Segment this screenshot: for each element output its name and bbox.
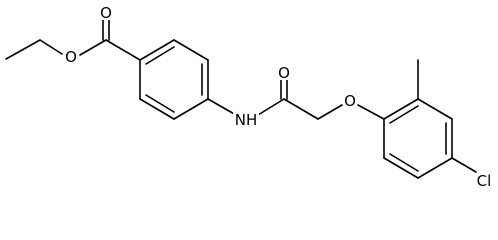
bond-ethyl-ch3	[5, 39, 41, 60]
bond-ring1-n	[207, 98, 237, 116]
ring2-bond-5	[383, 157, 419, 179]
bond-ester-o-carbonyl-c	[79, 39, 107, 56]
ring1-inner-bond-a	[145, 46, 175, 65]
bond-ch2-ether-o	[317, 104, 343, 120]
bond-chlorine	[451, 157, 477, 173]
bond-amide-c-ch2	[283, 98, 319, 120]
ring2-bond-4	[417, 157, 453, 179]
atom-label-ester-carbonyl-o: O	[100, 4, 112, 22]
ring2-inner-bond-c	[389, 153, 419, 172]
ring1-bond-1	[139, 39, 175, 61]
ring2-inner-bond-a	[389, 105, 419, 124]
ring1-bond-5	[139, 98, 175, 120]
chemical-structure: O O NH O O Cl	[5, 4, 492, 190]
atom-label-chlorine: Cl	[477, 172, 492, 190]
bond-n-amide-c	[257, 98, 285, 116]
atom-label-ether-o: O	[344, 92, 356, 110]
bond-ether-o-ring2	[357, 104, 385, 120]
bond-carbonyl-c-ring	[105, 39, 141, 61]
ring1-bond-2	[173, 39, 209, 61]
ring2-bond-2	[417, 98, 453, 120]
atom-label-amide-n: NH	[235, 111, 258, 129]
ring2-bond-1	[383, 98, 419, 120]
bond-ethyl-ch2	[39, 39, 63, 55]
atom-label-ester-single-o: O	[65, 48, 77, 66]
ring1-inner-bond-c	[145, 94, 175, 113]
atom-label-amide-o: O	[278, 64, 290, 82]
ring1-bond-4	[173, 98, 209, 120]
